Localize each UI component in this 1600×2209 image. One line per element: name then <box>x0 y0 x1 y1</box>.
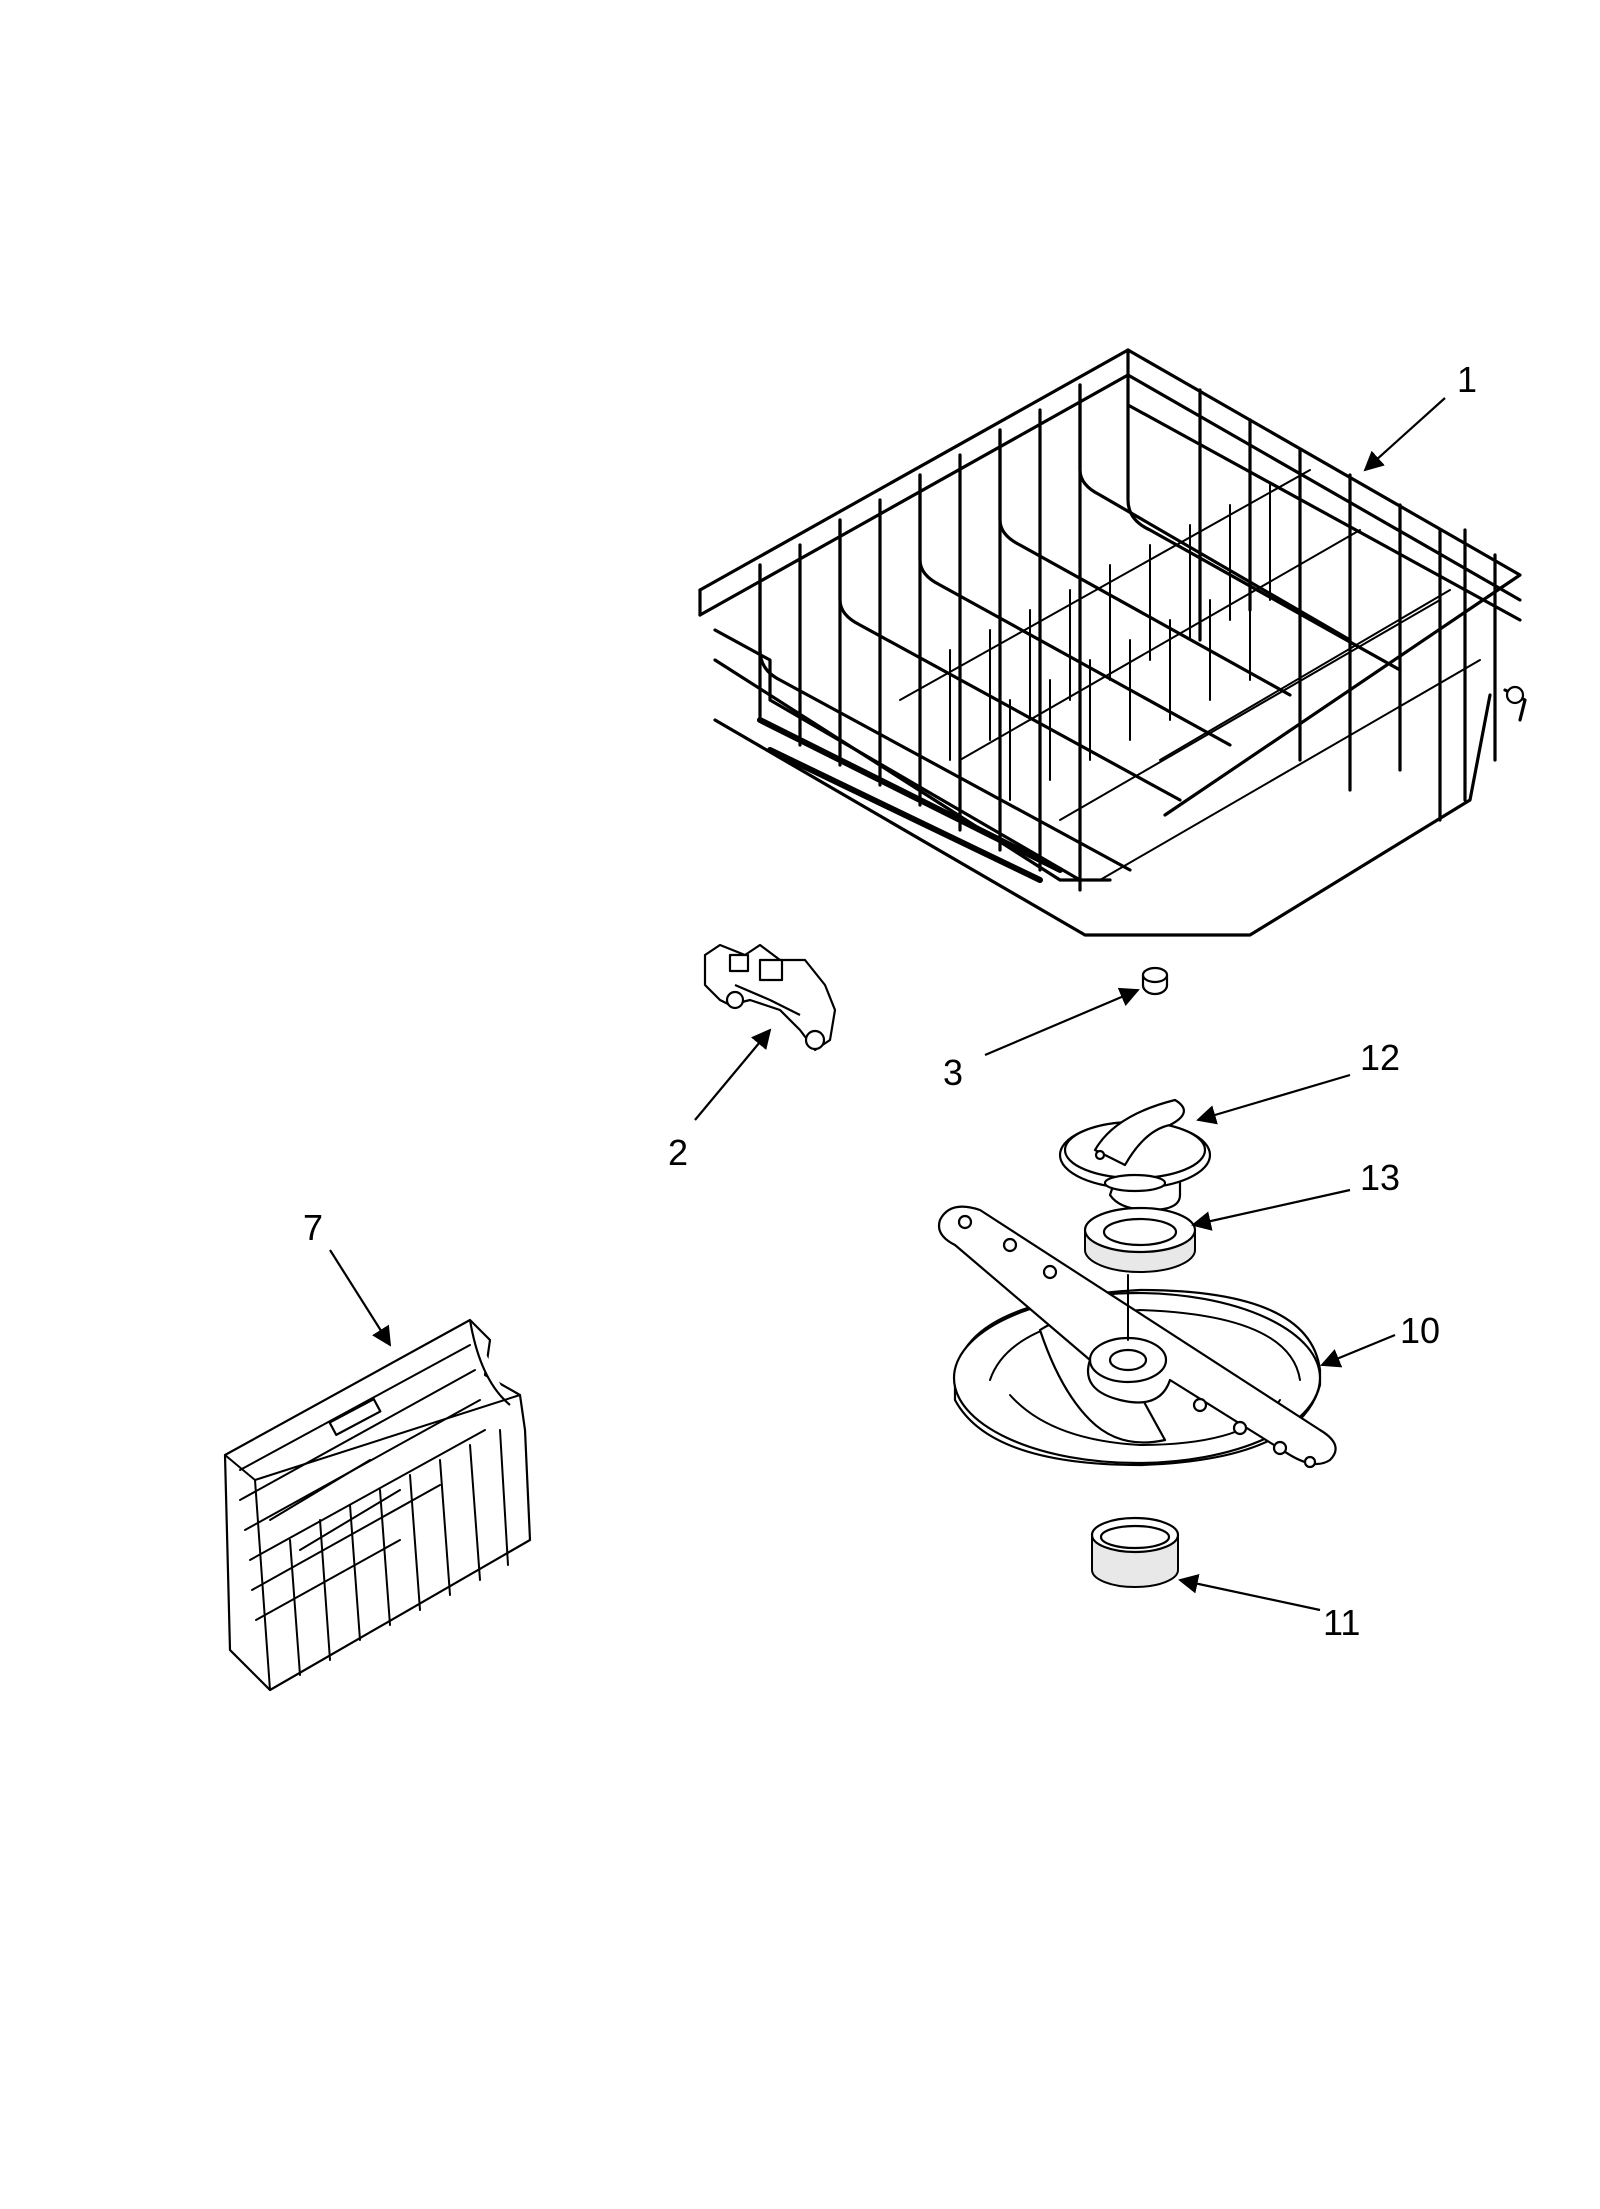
leader-12 <box>1196 1073 1351 1125</box>
rack-clip-icon <box>703 943 837 1052</box>
callout-13: 13 <box>1360 1157 1400 1198</box>
callout-1: 1 <box>1457 359 1477 400</box>
callout-12: 12 <box>1360 1037 1400 1078</box>
spray-arm-cap-icon <box>1058 1098 1212 1212</box>
callout-2: 2 <box>668 1132 688 1173</box>
callout-3: 3 <box>943 1052 963 1093</box>
leader-3 <box>984 987 1140 1057</box>
leader-13 <box>1191 1188 1351 1231</box>
callout-7: 7 <box>303 1207 323 1248</box>
small-cap-icon <box>1141 966 1169 996</box>
dish-rack-icon <box>698 348 1527 937</box>
leader-lines <box>329 397 1446 1612</box>
callout-10: 10 <box>1400 1310 1440 1351</box>
leader-10 <box>1320 1333 1396 1368</box>
leader-7 <box>329 1249 392 1347</box>
callout-labels: 1 2 3 12 13 10 11 7 <box>303 359 1477 1643</box>
silverware-basket-icon <box>223 1318 532 1692</box>
spray-arm-assembly-icon <box>937 1205 1337 1469</box>
callout-11: 11 <box>1323 1602 1360 1643</box>
leader-11 <box>1178 1574 1321 1612</box>
bearing-ring-icon <box>1083 1206 1197 1273</box>
leader-1 <box>1363 397 1446 472</box>
leader-2 <box>694 1028 772 1121</box>
seal-ring-icon <box>1090 1516 1180 1588</box>
